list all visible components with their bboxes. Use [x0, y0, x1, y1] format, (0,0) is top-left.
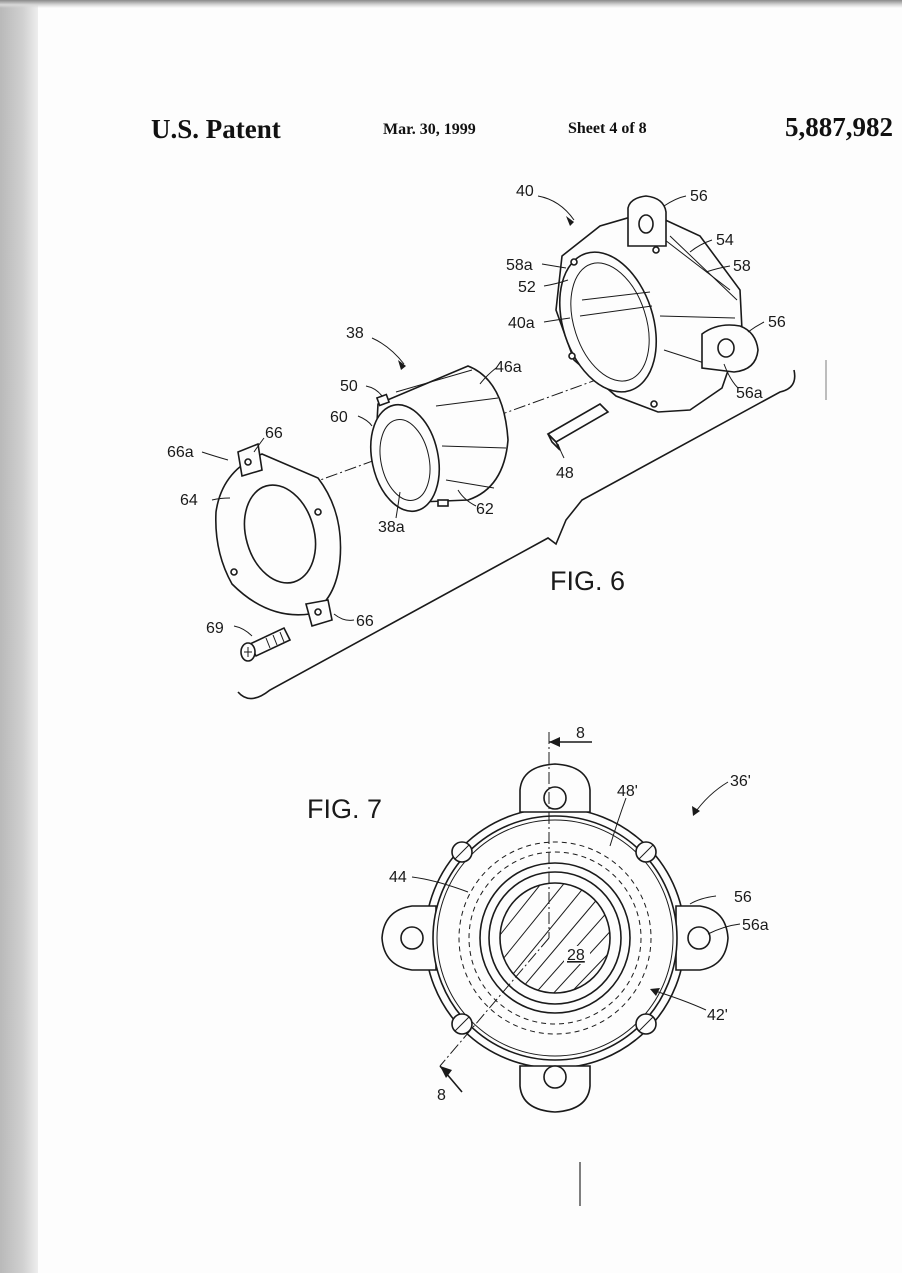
label-52: 52: [518, 279, 536, 296]
fig6-caption: FIG. 6: [550, 566, 625, 596]
label-48: 48: [556, 465, 574, 482]
label-50: 50: [340, 378, 358, 395]
label-54: 54: [716, 232, 734, 249]
figure-6: 40 56 54 58 58a 52 40a 56 56a 38 46a 50 …: [167, 183, 795, 699]
label-69: 69: [206, 620, 224, 637]
label-8-top: 8: [576, 725, 585, 742]
retainer-64: [216, 444, 341, 626]
label-42-prime: 42': [707, 1007, 728, 1024]
figure-7: 8 8 36' 48' 44 56 56a 28 42' FIG. 7: [307, 725, 769, 1112]
label-66-top: 66: [265, 425, 283, 442]
label-56-top: 56: [690, 188, 708, 205]
label-58a: 58a: [506, 257, 533, 274]
label-56-right: 56: [768, 314, 786, 331]
label-46a: 46a: [495, 359, 522, 376]
label-38: 38: [346, 325, 364, 342]
key-48: [548, 404, 608, 450]
fig7-caption: FIG. 7: [307, 794, 382, 824]
flange-36-prime: [382, 764, 728, 1112]
label-56a: 56a: [742, 917, 769, 934]
label-58: 58: [733, 258, 751, 275]
label-64: 64: [180, 492, 198, 509]
label-28: 28: [567, 947, 585, 964]
label-38a: 38a: [378, 519, 405, 536]
label-62: 62: [476, 501, 494, 518]
label-40a: 40a: [508, 315, 535, 332]
label-36-prime: 36': [730, 773, 751, 790]
label-56: 56: [734, 889, 752, 906]
label-44: 44: [389, 869, 407, 886]
sleeve-38: [361, 366, 508, 518]
label-66a: 66a: [167, 444, 194, 461]
label-66-bottom: 66: [356, 613, 374, 630]
label-60: 60: [330, 409, 348, 426]
label-48-prime: 48': [617, 783, 638, 800]
label-40: 40: [516, 183, 534, 200]
housing-40: [543, 196, 758, 412]
label-8-bottom: 8: [437, 1087, 446, 1104]
label-56a: 56a: [736, 385, 763, 402]
